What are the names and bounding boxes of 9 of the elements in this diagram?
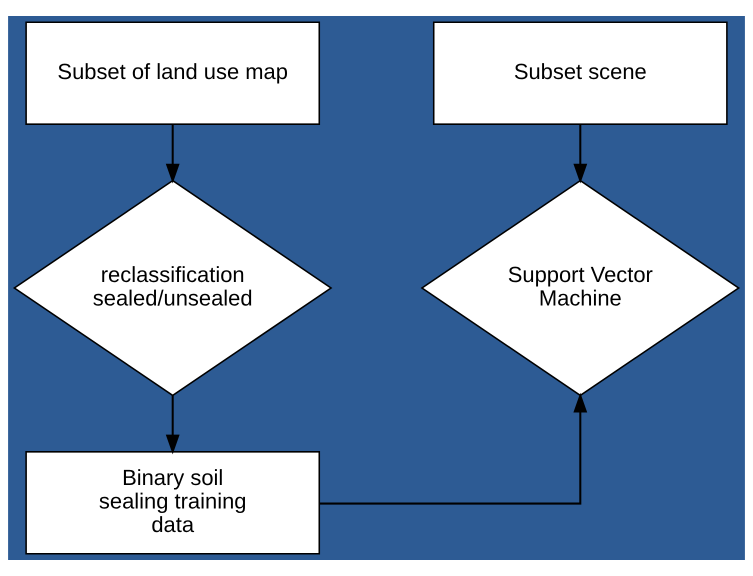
node-diamond: Support Vector Machine bbox=[420, 180, 740, 396]
arrow bbox=[166, 395, 180, 454]
node-box: Binary soil sealing training data bbox=[25, 451, 320, 555]
node-diamond: reclassification sealed/unsealed bbox=[12, 180, 332, 396]
arrow bbox=[320, 392, 588, 505]
arrow bbox=[166, 124, 180, 184]
arrow bbox=[573, 124, 588, 184]
node-box: Subset scene bbox=[432, 21, 728, 125]
node-box: Subset of land use map bbox=[25, 21, 320, 125]
